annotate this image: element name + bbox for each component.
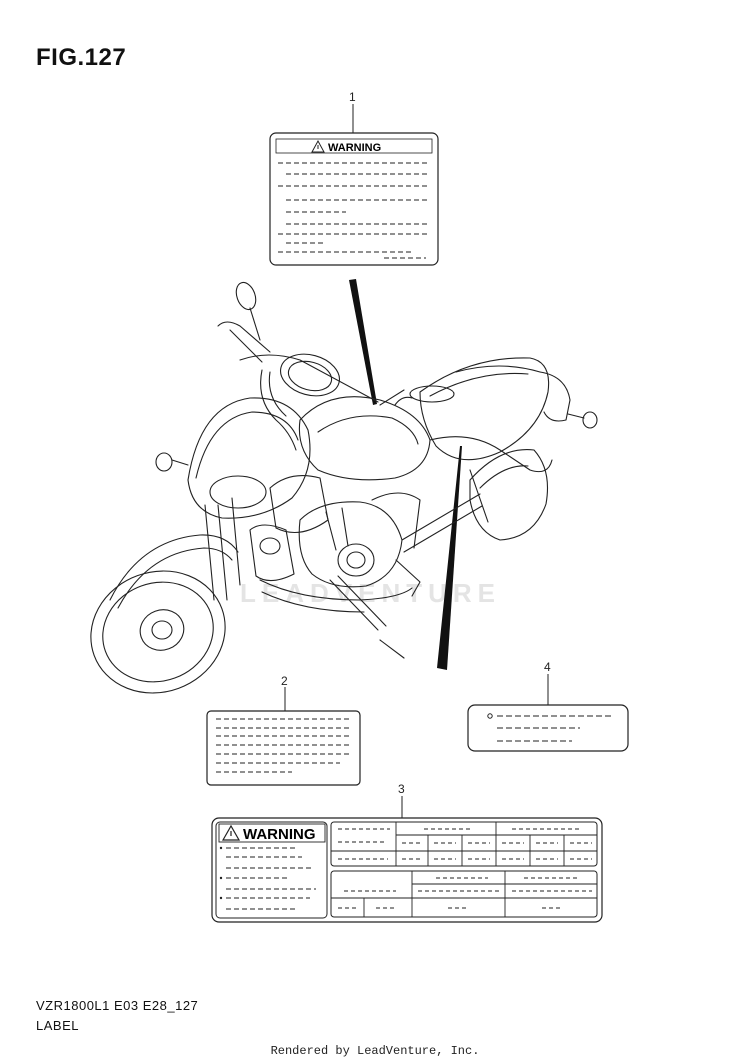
- leader-wedge-2: [437, 446, 462, 670]
- label-3[interactable]: WARNING: [211, 817, 603, 923]
- warning-triangle-icon: [311, 139, 325, 153]
- callout-2: 2: [281, 674, 288, 688]
- label-1[interactable]: WARNING: [269, 132, 439, 266]
- label-4[interactable]: [467, 704, 629, 752]
- figure-title: FIG.127: [36, 44, 127, 71]
- callout-4: 4: [544, 660, 551, 674]
- callout-1: 1: [349, 90, 356, 104]
- warning-triangle-icon: [221, 824, 241, 841]
- rendered-by-credit: Rendered by LeadVenture, Inc.: [270, 1044, 480, 1058]
- motorcycle-illustration: [90, 281, 598, 694]
- label-2[interactable]: [206, 710, 361, 786]
- leader-wedge-1: [349, 279, 377, 405]
- label-1-heading: WARNING: [328, 142, 381, 154]
- label-3-heading: WARNING: [243, 826, 316, 843]
- callout-3: 3: [398, 782, 405, 796]
- section-name: LABEL: [36, 1018, 79, 1033]
- model-code: VZR1800L1 E03 E28_127: [36, 998, 199, 1013]
